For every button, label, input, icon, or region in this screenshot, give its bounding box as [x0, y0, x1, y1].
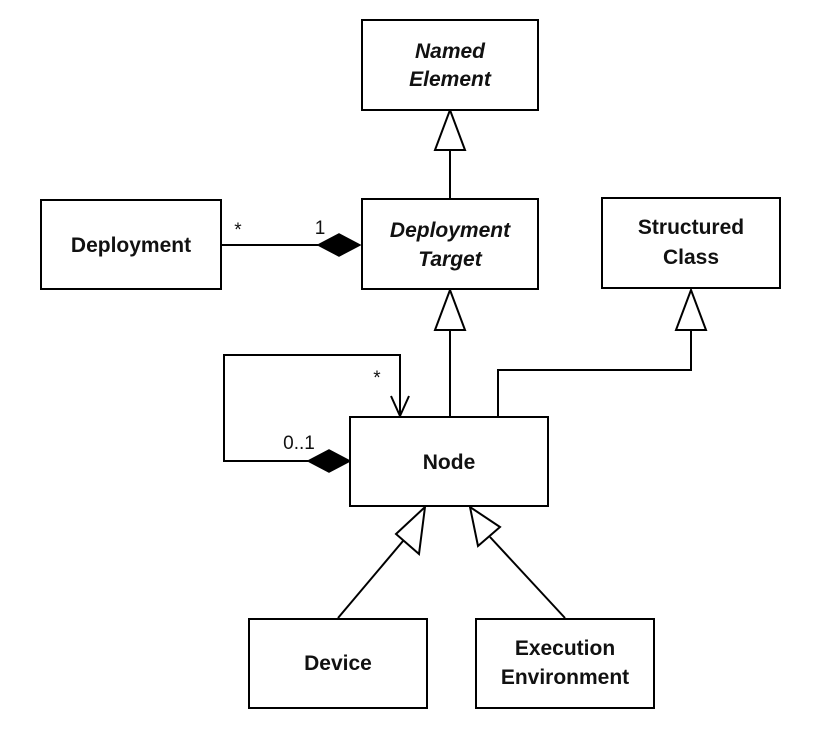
class-node[interactable]: Node: [349, 416, 549, 507]
multiplicity-deployment: *: [234, 220, 242, 241]
generalization-device-node-line: [337, 540, 404, 619]
class-named-element[interactable]: Named Element: [361, 19, 539, 111]
class-execution-environment[interactable]: Execution Environment: [475, 618, 655, 709]
composition-diamond-deployment-target: [316, 233, 362, 257]
generalization-arrowhead-structured-class: [674, 287, 708, 331]
class-deployment-label: Deployment: [71, 234, 191, 257]
class-deployment[interactable]: Deployment: [40, 199, 222, 290]
class-structured-class-line1: Structured: [638, 216, 744, 239]
generalization-arrowhead-node-from-device: [394, 504, 427, 556]
generalization-arrowhead-node-from-execenv: [468, 504, 502, 548]
generalization-node-structuredclass-line: [497, 330, 692, 416]
multiplicity-deployment-target: 1: [315, 218, 326, 239]
class-device-label: Device: [304, 652, 372, 675]
class-named-element-line1: Named: [415, 40, 486, 63]
multiplicity-nested-node: *: [373, 368, 381, 389]
generalization-arrowhead-named-element: [433, 107, 467, 151]
class-deployment-target-line2: Target: [418, 248, 482, 271]
class-execution-environment-line2: Environment: [501, 666, 629, 689]
class-structured-class-line2: Class: [663, 246, 719, 269]
multiplicity-owner-node: 0..1: [283, 433, 315, 454]
class-structured-class[interactable]: Structured Class: [601, 197, 781, 289]
class-deployment-target[interactable]: Deployment Target: [361, 198, 539, 290]
class-named-element-line2: Element: [409, 68, 492, 91]
composition-node-self-line: [223, 354, 401, 462]
class-node-label: Node: [423, 451, 476, 474]
composition-diamond-node: [306, 449, 352, 473]
class-deployment-target-line1: Deployment: [390, 219, 511, 242]
generalization-arrowhead-deployment-target: [433, 287, 467, 331]
generalization-execenv-node-line: [489, 536, 566, 619]
class-execution-environment-line1: Execution: [515, 637, 615, 660]
class-device[interactable]: Device: [248, 618, 428, 709]
